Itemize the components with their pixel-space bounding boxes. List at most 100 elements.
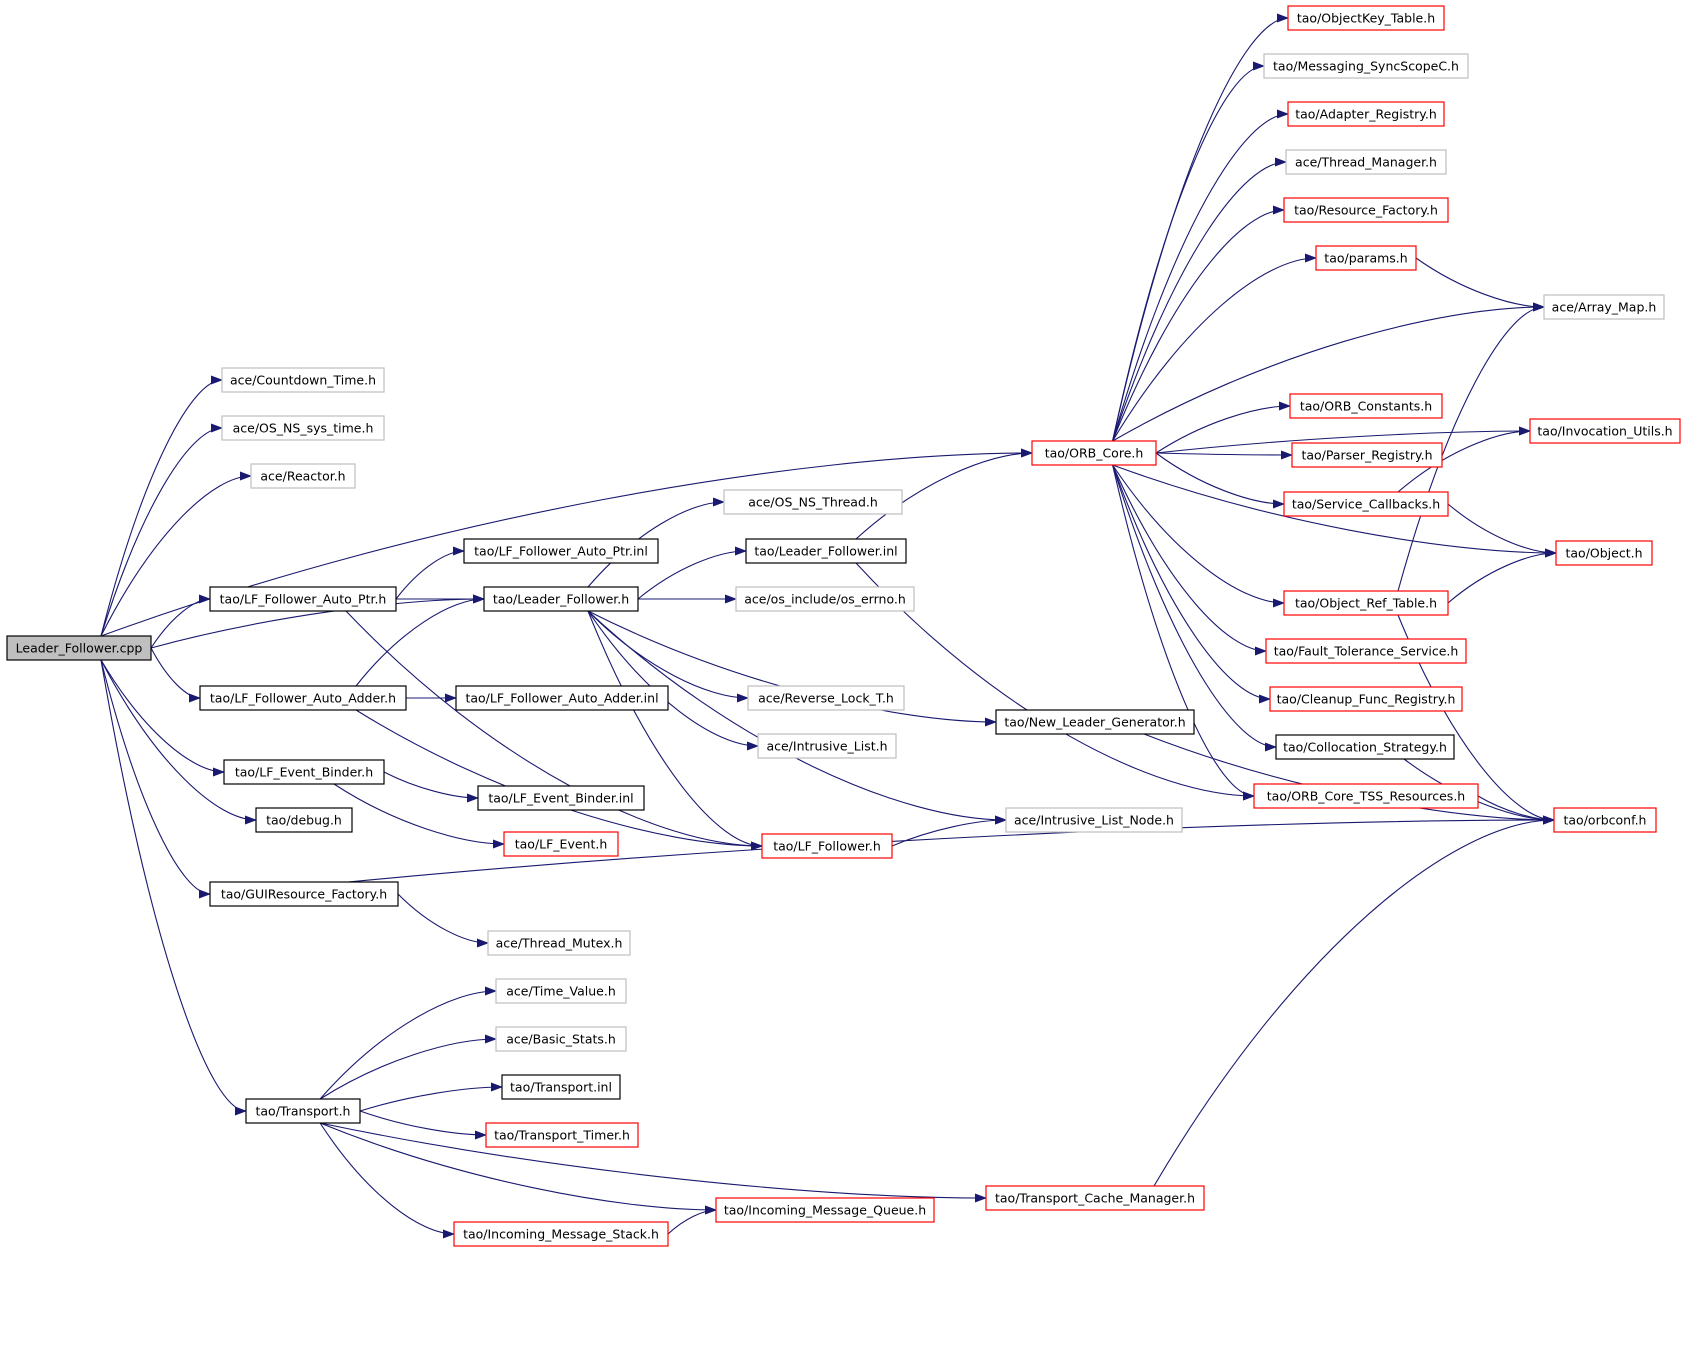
node-countdown: ace/Countdown_Time.h bbox=[221, 367, 385, 393]
node-transport-timer[interactable]: tao/Transport_Timer.h bbox=[485, 1122, 639, 1148]
node-transport-h[interactable]: tao/Transport.h bbox=[245, 1098, 361, 1124]
edge-orb_core-to-orb_constants bbox=[1155, 401, 1291, 454]
node-params-h[interactable]: tao/params.h bbox=[1315, 245, 1417, 271]
node-lf-auto-adder-inl[interactable]: tao/LF_Follower_Auto_Adder.inl bbox=[455, 685, 669, 711]
node-box bbox=[735, 586, 915, 612]
edge-params_h-to-array_map bbox=[1415, 257, 1545, 312]
edge-service_callbacks-to-object_h bbox=[1447, 503, 1557, 558]
node-os-ns-thread: ace/OS_NS_Thread.h bbox=[723, 489, 903, 515]
node-orb-core[interactable]: tao/ORB_Core.h bbox=[1031, 440, 1157, 466]
node-label: tao/Leader_Follower.inl bbox=[754, 544, 897, 559]
node-lf-event-binder-inl[interactable]: tao/LF_Event_Binder.inl bbox=[477, 785, 645, 811]
node-label: ace/OS_NS_sys_time.h bbox=[233, 421, 374, 436]
node-box bbox=[1543, 294, 1665, 320]
edge-root-to-transport_h bbox=[100, 659, 247, 1116]
node-label: ace/Array_Map.h bbox=[1552, 300, 1657, 315]
node-label: tao/Transport_Timer.h bbox=[494, 1128, 630, 1143]
node-label: ace/Basic_Stats.h bbox=[506, 1032, 616, 1047]
node-label: tao/LF_Follower.h bbox=[773, 839, 881, 854]
node-lf-follower-h[interactable]: tao/LF_Follower.h bbox=[761, 833, 893, 859]
node-box bbox=[255, 807, 353, 833]
node-thread-manager: ace/Thread_Manager.h bbox=[1285, 149, 1447, 175]
node-box bbox=[1283, 491, 1449, 517]
node-lf-auto-ptr-inl[interactable]: tao/LF_Follower_Auto_Ptr.inl bbox=[463, 538, 659, 564]
edge-orb_core-to-object_h bbox=[1112, 464, 1557, 558]
node-cleanup-func[interactable]: tao/Cleanup_Func_Registry.h bbox=[1269, 686, 1463, 712]
node-debug-h[interactable]: tao/debug.h bbox=[255, 807, 353, 833]
edge-service_callbacks-to-invocation_utils bbox=[1397, 426, 1531, 493]
node-fault-tolerance[interactable]: tao/Fault_Tolerance_Service.h bbox=[1265, 638, 1467, 664]
edge-leader_follower_h-to-lf_follower_h bbox=[587, 610, 763, 851]
node-label: tao/ObjectKey_Table.h bbox=[1297, 11, 1435, 26]
node-box bbox=[1263, 53, 1469, 79]
edge-orb_core-to-fault_tolerance bbox=[1112, 464, 1267, 656]
node-label: tao/Cleanup_Func_Registry.h bbox=[1277, 692, 1456, 707]
edge-root-to-gui_factory bbox=[100, 659, 211, 899]
node-box bbox=[495, 978, 627, 1004]
node-orb-core-tss[interactable]: tao/ORB_Core_TSS_Resources.h bbox=[1253, 783, 1479, 809]
node-box bbox=[1287, 101, 1445, 127]
node-box bbox=[1285, 149, 1447, 175]
node-box bbox=[1289, 393, 1443, 419]
edge-root-to-reactor bbox=[100, 471, 252, 637]
node-label: ace/OS_NS_Thread.h bbox=[748, 495, 878, 510]
node-gui-factory[interactable]: tao/GUIResource_Factory.h bbox=[209, 881, 399, 907]
node-leader-follower-h[interactable]: tao/Leader_Follower.h bbox=[483, 586, 639, 612]
node-label: ace/Time_Value.h bbox=[506, 984, 616, 999]
node-lf-event-binder-h[interactable]: tao/LF_Event_Binder.h bbox=[223, 759, 385, 785]
node-new-leader-gen[interactable]: tao/New_Leader_Generator.h bbox=[995, 709, 1195, 735]
node-box bbox=[1553, 807, 1657, 833]
node-incoming-queue[interactable]: tao/Incoming_Message_Queue.h bbox=[715, 1197, 935, 1223]
edge-orb_core-to-objectkey_table bbox=[1112, 13, 1289, 442]
node-box bbox=[483, 586, 639, 612]
edge-orb_core-to-adapter_registry bbox=[1112, 109, 1289, 442]
node-label: tao/Parser_Registry.h bbox=[1301, 448, 1432, 463]
node-collocation-strategy[interactable]: tao/Collocation_Strategy.h bbox=[1275, 734, 1455, 760]
node-reactor: ace/Reactor.h bbox=[250, 463, 356, 489]
node-object-ref-table[interactable]: tao/Object_Ref_Table.h bbox=[1283, 590, 1449, 616]
node-intrusive-list-node: ace/Intrusive_List_Node.h bbox=[1005, 807, 1183, 833]
node-box bbox=[757, 733, 897, 759]
edge-root-to-lf_event_binder_h bbox=[100, 659, 225, 777]
edge-transport_h-to-transport_cache bbox=[319, 1122, 987, 1203]
node-label: tao/LF_Follower_Auto_Ptr.h bbox=[220, 592, 387, 607]
node-service-callbacks[interactable]: tao/Service_Callbacks.h bbox=[1283, 491, 1449, 517]
edge-lf_event_binder_h-to-lf_event_binder_inl bbox=[383, 771, 479, 803]
node-lf-auto-ptr-h[interactable]: tao/LF_Follower_Auto_Ptr.h bbox=[209, 586, 397, 612]
node-lf-auto-adder-h[interactable]: tao/LF_Follower_Auto_Adder.h bbox=[199, 685, 407, 711]
node-label: ace/os_include/os_errno.h bbox=[744, 592, 906, 607]
node-label: Leader_Follower.cpp bbox=[16, 641, 143, 656]
node-parser-registry[interactable]: tao/Parser_Registry.h bbox=[1291, 442, 1443, 468]
node-label: tao/Transport.inl bbox=[510, 1080, 612, 1095]
node-transport-cache[interactable]: tao/Transport_Cache_Manager.h bbox=[985, 1185, 1205, 1211]
node-label: tao/Invocation_Utils.h bbox=[1537, 424, 1672, 439]
edge-root-to-countdown bbox=[100, 375, 223, 637]
node-object-h[interactable]: tao/Object.h bbox=[1555, 540, 1653, 566]
node-leader-follower-inl[interactable]: tao/Leader_Follower.inl bbox=[745, 538, 907, 564]
edge-transport_h-to-basic_stats bbox=[319, 1034, 497, 1100]
node-invocation-utils[interactable]: tao/Invocation_Utils.h bbox=[1529, 418, 1681, 444]
node-adapter-registry[interactable]: tao/Adapter_Registry.h bbox=[1287, 101, 1445, 127]
node-box bbox=[761, 833, 893, 859]
node-orb-constants[interactable]: tao/ORB_Constants.h bbox=[1289, 393, 1443, 419]
node-resource-factory[interactable]: tao/Resource_Factory.h bbox=[1283, 197, 1449, 223]
node-objectkey-table[interactable]: tao/ObjectKey_Table.h bbox=[1287, 5, 1445, 31]
node-label: tao/params.h bbox=[1324, 251, 1407, 266]
edge-orb_core-to-object_ref_table bbox=[1112, 464, 1285, 608]
node-label: ace/Reverse_Lock_T.h bbox=[758, 691, 894, 706]
node-label: tao/Fault_Tolerance_Service.h bbox=[1274, 644, 1459, 659]
node-os-errno: ace/os_include/os_errno.h bbox=[735, 586, 915, 612]
node-basic-stats: ace/Basic_Stats.h bbox=[495, 1026, 627, 1052]
node-box bbox=[1275, 734, 1455, 760]
node-label: tao/Messaging_SyncScopeC.h bbox=[1273, 59, 1459, 74]
node-root[interactable]: Leader_Follower.cpp bbox=[6, 635, 152, 661]
node-incoming-stack[interactable]: tao/Incoming_Message_Stack.h bbox=[453, 1221, 669, 1247]
node-box bbox=[1555, 540, 1653, 566]
node-orbconf[interactable]: tao/orbconf.h bbox=[1553, 807, 1657, 833]
node-transport-inl[interactable]: tao/Transport.inl bbox=[501, 1074, 621, 1100]
node-label: tao/Transport.h bbox=[256, 1104, 351, 1119]
node-box bbox=[745, 538, 907, 564]
node-box bbox=[209, 586, 397, 612]
node-box bbox=[995, 709, 1195, 735]
node-lf-event-h[interactable]: tao/LF_Event.h bbox=[503, 831, 619, 857]
